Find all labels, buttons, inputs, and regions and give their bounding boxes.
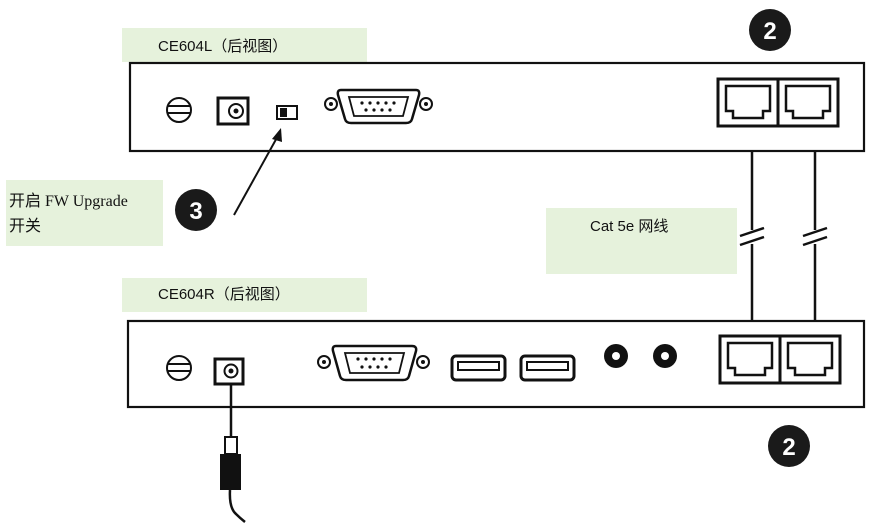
- callout-top-ports: 2: [749, 9, 791, 51]
- db9-port-icon: [324, 88, 433, 125]
- cable-label-box: [546, 208, 737, 274]
- cable-label: Cat 5e 网线: [590, 218, 669, 235]
- audio-jack-icon: [653, 344, 677, 368]
- top-unit-label: CE604L（后视图）: [158, 38, 288, 55]
- ce604l-rear-panel: [128, 61, 866, 153]
- svg-text:3: 3: [189, 198, 202, 225]
- rj45-port-icon: [718, 334, 842, 385]
- ground-icon: [166, 355, 192, 381]
- dip-switch-icon: [276, 105, 298, 120]
- switch-note-line2: 开关: [9, 218, 42, 235]
- svg-text:2: 2: [763, 18, 776, 45]
- switch-pointer-arrow: [233, 128, 282, 216]
- callout-switch: 3: [175, 189, 217, 231]
- cat5e-cables: [739, 151, 828, 321]
- svg-text:2: 2: [782, 434, 795, 461]
- power-jack-icon: [213, 357, 245, 386]
- callout-bottom-ports: 2: [768, 425, 810, 467]
- rj45-port-icon: [716, 77, 840, 128]
- power-jack-icon: [216, 96, 250, 126]
- usb-port-icon: [519, 354, 576, 382]
- switch-note-box: [6, 180, 163, 246]
- audio-jack-icon: [604, 344, 628, 368]
- top-unit-label-box: [122, 28, 367, 62]
- ce604r-rear-panel: [126, 319, 866, 409]
- bottom-unit-label-box: [122, 278, 367, 312]
- db9-port-icon: [317, 344, 430, 382]
- bottom-unit-label: CE604R（后视图）: [158, 286, 290, 303]
- power-plug-icon: [220, 384, 246, 523]
- ground-icon: [166, 97, 192, 123]
- switch-note-line1: 开启 FW Upgrade: [9, 193, 128, 210]
- usb-port-icon: [450, 354, 507, 382]
